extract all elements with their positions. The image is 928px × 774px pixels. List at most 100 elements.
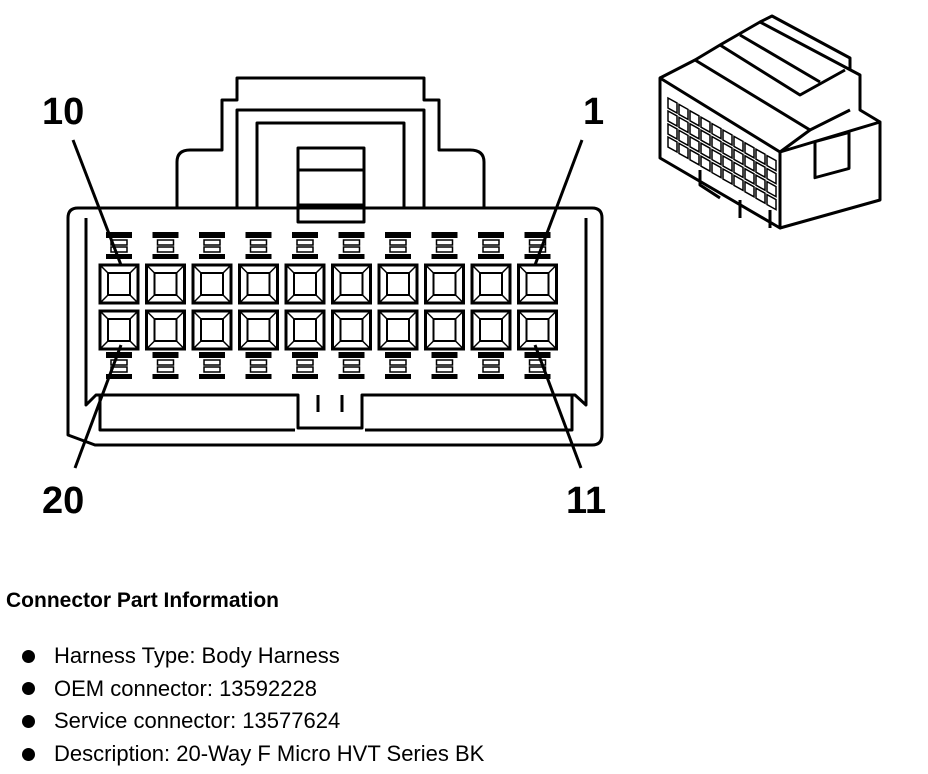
pin-contact-14	[386, 318, 410, 342]
info-item-text: Service connector: 13577624	[54, 708, 341, 734]
iso-cavity	[678, 116, 689, 134]
bullet-icon	[22, 714, 35, 728]
terminal-mark	[524, 352, 551, 358]
pin-cavity-13	[424, 309, 465, 351]
pin-contact-4	[386, 272, 410, 296]
connector-body	[66, 206, 604, 447]
pin-contact-5	[339, 272, 364, 296]
iso-cavity	[733, 161, 744, 179]
pin-label-20: 20	[42, 480, 85, 522]
terminal-mark	[292, 352, 318, 358]
pin-cavity-1	[517, 263, 558, 305]
pin-cavity-2	[470, 263, 512, 305]
iso-cavity	[667, 122, 678, 141]
terminal-mark	[385, 232, 411, 238]
iso-cavity	[766, 180, 777, 198]
terminal-mark	[478, 232, 504, 238]
info-list: Harness Type: Body Harness OEM connector…	[22, 640, 484, 770]
pin-cavity-17	[238, 309, 279, 351]
iso-cavity	[744, 141, 755, 160]
info-item-text: OEM connector: 13592228	[54, 675, 317, 701]
pin-contact-8	[200, 272, 224, 296]
latch-tab	[296, 146, 366, 224]
iso-cavity	[733, 174, 744, 192]
pin-contact-7	[246, 272, 271, 296]
info-item: OEM connector: 13592228	[22, 673, 484, 706]
pin-contact-3	[432, 272, 457, 296]
leader-line-20	[73, 344, 123, 469]
info-item: Harness Type: Body Harness	[22, 640, 484, 673]
terminal-mark	[431, 232, 458, 238]
bullet-icon	[22, 649, 35, 663]
info-heading: Connector Part Information	[6, 589, 280, 612]
terminal-mark	[385, 352, 411, 358]
iso-cavity	[711, 161, 722, 179]
terminal-mark	[478, 352, 504, 358]
terminal-mark	[338, 232, 365, 238]
iso-cavity	[755, 173, 766, 192]
pin-contact-6	[293, 272, 317, 296]
iso-cavity	[711, 148, 722, 166]
pin-cavity-9	[145, 263, 186, 305]
iso-cavity	[744, 167, 755, 186]
iso-cavity	[744, 180, 755, 199]
pin-contact-18	[200, 318, 224, 342]
iso-cavity	[678, 103, 689, 121]
iso-cavity	[700, 141, 711, 160]
info-item: Description: 20-Way F Micro HVT Series B…	[22, 738, 484, 771]
iso-cavity	[766, 154, 777, 172]
iso-cavity	[733, 135, 744, 153]
pin-contact-10	[107, 272, 131, 296]
connector-3d-view	[658, 14, 882, 230]
iso-cavity	[711, 135, 722, 153]
pin-contact-17	[246, 318, 271, 342]
iso-cavity	[722, 167, 733, 186]
pin-contact-20	[107, 318, 131, 342]
iso-cavity	[689, 148, 700, 167]
pin-cavity-20	[98, 309, 140, 351]
pin-cavity-3	[424, 263, 465, 305]
pin-contact-2	[479, 272, 503, 296]
latch-inner	[235, 108, 426, 208]
info-item: Service connector: 13577624	[22, 705, 484, 738]
pin-contact-19	[153, 318, 178, 342]
pin-label-10: 10	[42, 91, 85, 133]
iso-cavity	[755, 160, 766, 179]
leader-line-10	[71, 139, 123, 266]
iso-cavity	[700, 115, 711, 134]
pin-cavity-10	[98, 263, 140, 305]
iso-cavity	[689, 109, 700, 128]
iso-cavity	[700, 154, 711, 173]
pin-contact-9	[153, 272, 178, 296]
iso-cavity	[667, 109, 678, 128]
terminal-mark	[152, 352, 179, 358]
info-item-text: Harness Type: Body Harness	[54, 643, 340, 669]
iso-cavity	[689, 122, 700, 141]
pin-cavity-11	[517, 309, 558, 351]
pin-label-1: 1	[583, 91, 605, 133]
terminal-mark	[106, 352, 132, 358]
pin-contact-16	[293, 318, 317, 342]
iso-cavity	[667, 135, 678, 154]
pin-contact-1	[525, 272, 550, 296]
pin-cavity-15	[331, 309, 372, 351]
terminal-mark	[524, 232, 551, 238]
iso-cavity	[755, 186, 766, 205]
pin-label-11: 11	[566, 480, 607, 522]
terminal-mark	[106, 232, 132, 238]
terminal-mark	[245, 352, 272, 358]
bullet-icon	[22, 682, 35, 696]
pin-cavity-4	[377, 263, 419, 305]
pin-contact-13	[432, 318, 457, 342]
pin-contact-11	[525, 318, 550, 342]
pin-cavity-6	[284, 263, 326, 305]
iso-cavity	[766, 167, 777, 185]
iso-cavity	[766, 193, 777, 211]
leader-line-11	[533, 344, 583, 469]
leader-line-1	[533, 139, 584, 266]
pin-cavity-14	[377, 309, 419, 351]
iso-cavity	[722, 128, 733, 147]
pin-contact-12	[479, 318, 503, 342]
terminal-mark	[245, 232, 272, 238]
